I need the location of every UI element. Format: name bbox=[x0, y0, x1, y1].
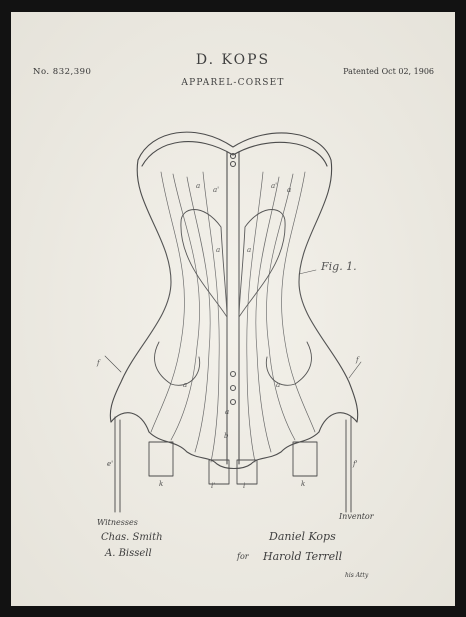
attorney-signature: Harold Terrell bbox=[263, 550, 343, 563]
svg-text:b: b bbox=[224, 432, 229, 440]
svg-text:i: i bbox=[243, 482, 245, 490]
svg-text:a: a bbox=[196, 182, 200, 190]
inventor-title: D. KOPS bbox=[195, 52, 271, 68]
witness-signature-1: Chas. Smith bbox=[101, 532, 163, 543]
attorney-label: his Atty bbox=[345, 572, 369, 579]
inventor-signature: Daniel Kops bbox=[269, 530, 336, 543]
svg-text:f: f bbox=[96, 359, 101, 367]
svg-text:a: a bbox=[287, 186, 291, 194]
patent-print: No. 832,390 D. KOPS APPAREL-CORSET Paten… bbox=[11, 12, 455, 606]
svg-text:a: a bbox=[216, 246, 220, 254]
patent-date: Patented Oct 02, 1906 bbox=[343, 67, 434, 76]
bottom-edge bbox=[110, 412, 358, 470]
svg-text:k: k bbox=[159, 480, 163, 488]
svg-text:a: a bbox=[183, 381, 187, 389]
witnesses-label: Witnesses bbox=[97, 518, 138, 527]
svg-text:i': i' bbox=[211, 482, 215, 490]
svg-text:k: k bbox=[301, 480, 305, 488]
left-side bbox=[109, 159, 172, 423]
corset-drawing: Fig. 1. a a' a' a a a a a a b f f e' f' k k i' i bbox=[96, 131, 362, 513]
svg-text:f': f' bbox=[352, 460, 358, 468]
by-label: for bbox=[237, 552, 249, 561]
svg-text:f: f bbox=[355, 356, 360, 364]
invention-title: APPAREL-CORSET bbox=[181, 78, 285, 88]
svg-text:a: a bbox=[247, 246, 251, 254]
witness-signature-2: A. Bissell bbox=[105, 548, 152, 559]
bust-edge bbox=[137, 131, 332, 161]
svg-text:a: a bbox=[225, 408, 229, 416]
patent-number: No. 832,390 bbox=[33, 67, 92, 77]
figure-label: Fig. 1. bbox=[320, 260, 357, 273]
svg-text:e': e' bbox=[107, 460, 113, 468]
right-side bbox=[298, 159, 359, 423]
svg-text:a': a' bbox=[271, 182, 277, 190]
inventor-label: Inventor bbox=[339, 512, 374, 521]
svg-text:a': a' bbox=[213, 186, 219, 194]
svg-text:a: a bbox=[276, 381, 280, 389]
